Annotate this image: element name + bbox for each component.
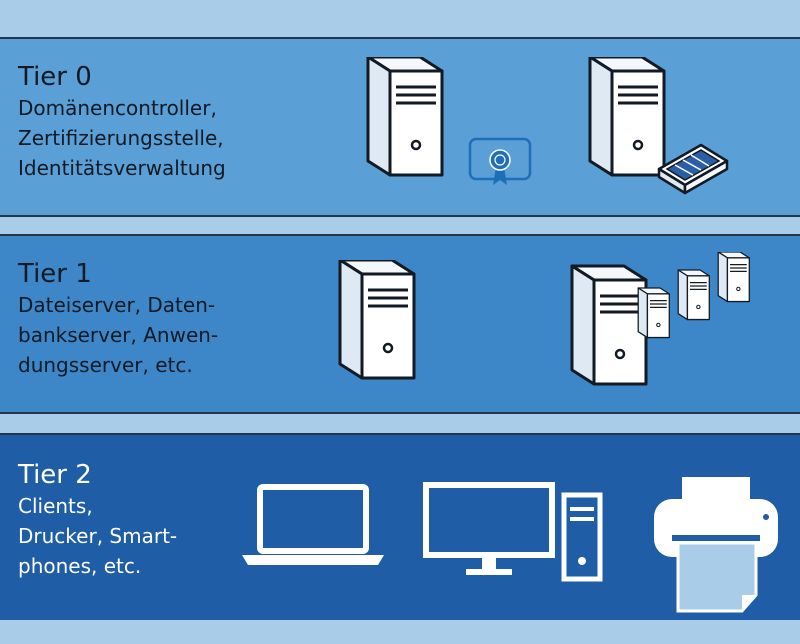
tower-pc-icon	[561, 492, 603, 582]
tier-2-description: Clients, Drucker, Smart- phones, etc.	[18, 494, 178, 578]
tier-2-title: Tier 2	[18, 460, 92, 490]
server-cluster-icon	[570, 252, 750, 386]
keyboard-icon	[657, 143, 729, 195]
tier-0-text: Tier 0 Domänencontroller, Zertifizierung…	[18, 61, 226, 183]
tier-0-band: Tier 0 Domänencontroller, Zertifizierung…	[0, 37, 800, 217]
laptop-icon	[242, 484, 384, 565]
tier-2-band: Tier 2 Clients, Drucker, Smart- phones, …	[0, 433, 800, 620]
tier-1-text: Tier 1 Dateiserver, Daten- bankserver, A…	[18, 258, 218, 380]
server-icon	[366, 57, 444, 177]
tier-1-description: Dateiserver, Daten- bankserver, Anwen- d…	[18, 293, 219, 377]
tier-1-title: Tier 1	[18, 259, 92, 289]
server-icon	[338, 260, 416, 380]
tier-0-description: Domänencontroller, Zertifizierungsstelle…	[18, 96, 226, 180]
printer-icon	[654, 477, 778, 613]
tier-2-text: Tier 2 Clients, Drucker, Smart- phones, …	[18, 459, 177, 581]
tier-1-band: Tier 1 Dateiserver, Daten- bankserver, A…	[0, 234, 800, 414]
tier-0-title: Tier 0	[18, 62, 92, 92]
certificate-icon	[468, 137, 532, 185]
desktop-icon	[423, 482, 555, 575]
